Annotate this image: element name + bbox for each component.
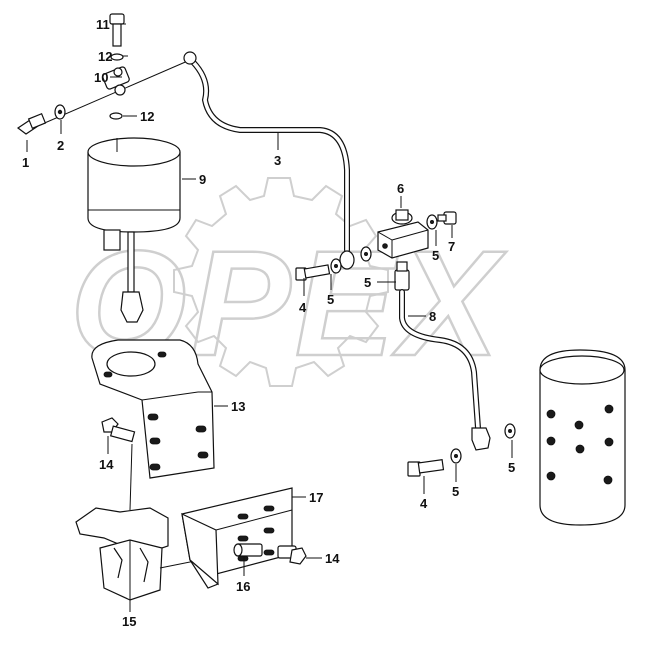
callout-9: 9 — [199, 172, 206, 187]
washer-2 — [54, 104, 66, 120]
washer-5a — [360, 246, 372, 262]
washer-5c — [330, 258, 342, 274]
callouts: 11 12 10 12 1 2 9 3 6 7 5 4 5 5 8 13 14 … — [22, 17, 515, 629]
valve-15 — [75, 443, 201, 606]
seal-ring-12b — [109, 112, 123, 120]
watermark-gear-icon — [173, 177, 389, 387]
bolt-14b — [277, 545, 307, 565]
hose-8 — [394, 261, 491, 451]
callout-5-valve-right: 5 — [432, 248, 439, 263]
callout-12-bottom: 12 — [140, 109, 154, 124]
callout-4-bottom: 4 — [420, 496, 428, 511]
bolt-16 — [233, 543, 263, 557]
callout-15: 15 — [122, 614, 136, 629]
callout-7: 7 — [448, 239, 455, 254]
bracket-13 — [91, 339, 215, 479]
callout-6: 6 — [397, 181, 404, 196]
air-reservoir-9 — [87, 137, 181, 323]
bracket-17 — [181, 487, 293, 589]
hose-3 — [183, 51, 355, 270]
callout-14-left: 14 — [99, 457, 114, 472]
callout-12-top: 12 — [98, 49, 112, 64]
bolt-7 — [437, 211, 457, 225]
callout-2: 2 — [57, 138, 64, 153]
callout-11: 11 — [96, 17, 110, 32]
washer-5e — [450, 448, 462, 464]
callout-5-bottom: 5 — [452, 484, 459, 499]
callout-5-right: 5 — [508, 460, 515, 475]
callout-16: 16 — [236, 579, 250, 594]
callout-8: 8 — [429, 309, 436, 324]
leader-lines — [26, 23, 513, 612]
callout-13: 13 — [231, 399, 245, 414]
callout-5-valve-left: 5 — [327, 292, 334, 307]
washer-5b — [426, 214, 438, 230]
tee-fitting-10 — [39, 59, 191, 126]
bolt-14a — [101, 417, 136, 443]
callout-10: 10 — [94, 70, 108, 85]
bolt-4a — [295, 264, 331, 281]
callout-17: 17 — [309, 490, 323, 505]
air-tank — [539, 349, 626, 526]
seal-ring-12a — [110, 53, 124, 61]
bolt-4b — [407, 459, 445, 477]
callout-1: 1 — [22, 155, 29, 170]
washer-5d — [504, 423, 516, 439]
callout-5-mid: 5 — [364, 275, 371, 290]
callout-14-right: 14 — [325, 551, 340, 566]
callout-3: 3 — [274, 153, 281, 168]
valve-block-6 — [377, 209, 429, 259]
plug-11 — [109, 13, 125, 47]
callout-4-top: 4 — [299, 300, 307, 315]
drain-valve-1 — [16, 112, 47, 135]
